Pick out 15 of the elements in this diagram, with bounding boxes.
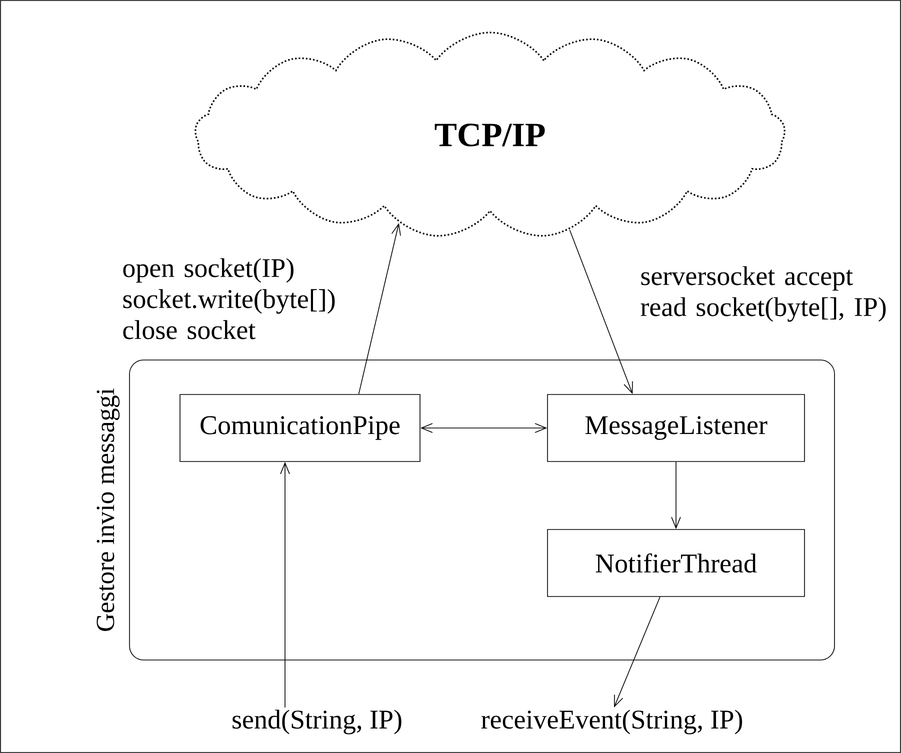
edge-label: serversocket accept read socket(byte[], IP) [640,266,886,322]
process-box: MessageListener [547,394,805,462]
arrow [671,462,681,530]
process-box: NotifierThread [547,529,805,597]
arrow [569,230,633,394]
call-text: receiveEvent(String, IP) [481,710,742,734]
arrow [280,462,290,708]
group-title: Gestore invio messaggi [96,388,120,631]
edge-label: open socket(IP) socket.write(byte[]) close socket [123,258,335,340]
call-text: send(String, IP) [232,710,402,734]
arrow [358,222,401,394]
arrow [614,596,660,708]
arrow [420,423,548,433]
cloud: TCP/IP [194,32,786,237]
process-box: ComunicationPipe [180,394,420,462]
